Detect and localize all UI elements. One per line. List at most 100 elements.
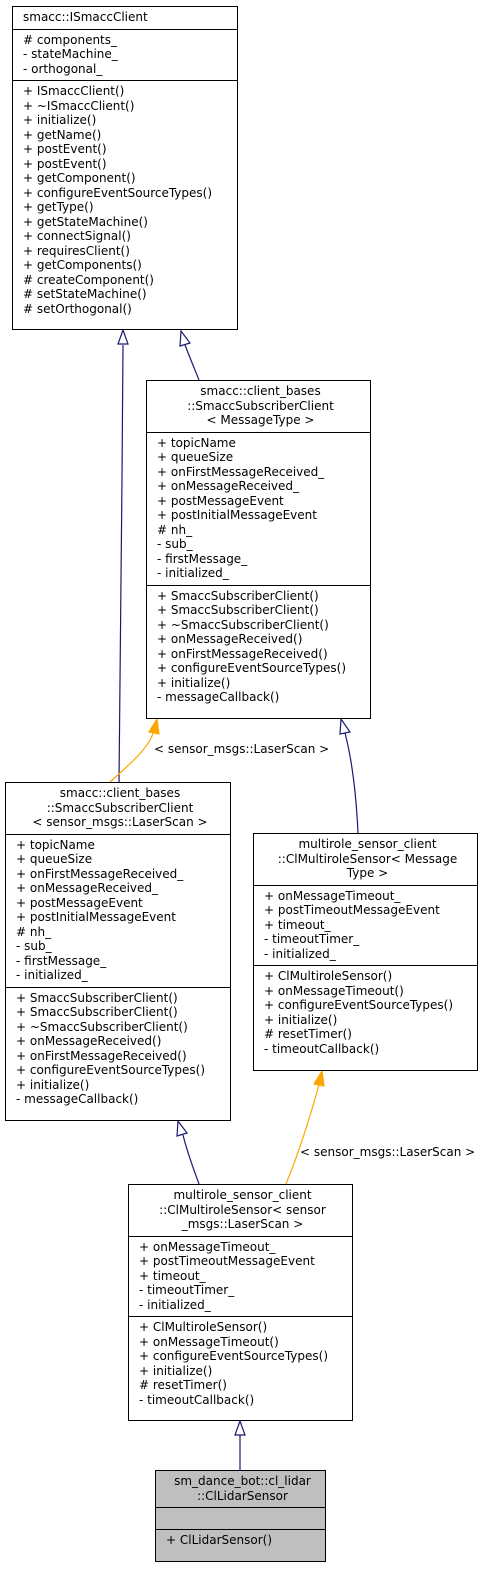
- method-item: + ISmaccClient(): [23, 84, 125, 98]
- class-name: smacc::client_bases::SmaccSubscriberClie…: [147, 381, 370, 432]
- attributes-section: [156, 1507, 325, 1529]
- attribute-item: + postTimeoutMessageEvent: [139, 1254, 315, 1268]
- edge-subscriber-binding-arrowhead: [148, 717, 160, 735]
- class-name-line: smacc::ISmaccClient: [23, 10, 148, 24]
- attribute-item: - timeoutTimer_: [139, 1283, 235, 1297]
- attribute-item: + onMessageTimeout_: [139, 1239, 276, 1254]
- attributes-section: + onMessageTimeout_+ postTimeoutMessageE…: [129, 1235, 352, 1317]
- attributes-section: + topicName+ queueSize+ onFirstMessageRe…: [6, 833, 230, 987]
- class-cl-lidar-sensor[interactable]: sm_dance_bot::cl_lidar::ClLidarSensor+ C…: [155, 1470, 326, 1562]
- method-item: + initialize(): [264, 1012, 338, 1027]
- class-name-line: smacc::client_bases: [200, 384, 321, 398]
- methods-section: + SmaccSubscriberClient()+ SmaccSubscrib…: [147, 584, 370, 709]
- edge-multirole-template-to-subscriber-template: [344, 732, 359, 834]
- method-item: + connectSignal(): [23, 229, 131, 243]
- attribute-item: - firstMessage_: [157, 551, 248, 566]
- attribute-item: + postMessageEvent: [157, 493, 284, 508]
- class-subscriber-client-template[interactable]: smacc::client_bases::SmaccSubscriberClie…: [146, 380, 371, 719]
- edge-multirole-binding: [285, 1084, 320, 1185]
- class-name: smacc::client_bases::SmaccSubscriberClie…: [6, 783, 230, 834]
- edge-subscriber-laserscan-to-ismacc-client: [118, 344, 124, 783]
- edge-subscriber-template-to-ismacc-client-arrowhead: [179, 329, 191, 347]
- attribute-item: - initialized_: [264, 946, 336, 961]
- method-item: - messageCallback(): [16, 1092, 139, 1106]
- class-name: sm_dance_bot::cl_lidar::ClLidarSensor: [156, 1471, 325, 1507]
- method-item: + onFirstMessageReceived(): [157, 646, 328, 661]
- method-item: + ~ISmaccClient(): [23, 98, 135, 113]
- method-item: + ~SmaccSubscriberClient(): [157, 617, 329, 632]
- class-name-line: ::ClLidarSensor: [197, 1488, 288, 1503]
- method-item: + requiresClient(): [23, 243, 130, 258]
- method-item: # createComponent(): [23, 272, 154, 287]
- attribute-item: + queueSize: [157, 450, 234, 464]
- attribute-item: # components_: [23, 32, 118, 47]
- attribute-item: + topicName: [157, 435, 236, 450]
- method-item: + getComponents(): [23, 258, 142, 272]
- method-item: - timeoutCallback(): [264, 1041, 380, 1056]
- attribute-item: # nh_: [157, 522, 193, 537]
- methods-section: + SmaccSubscriberClient()+ SmaccSubscrib…: [6, 986, 230, 1111]
- class-subscriber-client-laserscan[interactable]: smacc::client_bases::SmaccSubscriberClie…: [5, 782, 231, 1121]
- method-item: # setStateMachine(): [23, 287, 147, 301]
- method-item: + ~SmaccSubscriberClient(): [16, 1019, 188, 1034]
- method-item: - messageCallback(): [157, 690, 280, 704]
- method-item: + onMessageReceived(): [157, 632, 303, 646]
- method-item: + onFirstMessageReceived(): [16, 1048, 187, 1063]
- class-multirole-sensor-laserscan[interactable]: multirole_sensor_client::ClMultiroleSens…: [128, 1184, 353, 1421]
- attribute-item: + onFirstMessageReceived_: [157, 464, 325, 479]
- method-item: + initialize(): [16, 1077, 90, 1092]
- attribute-item: + postTimeoutMessageEvent: [264, 903, 440, 917]
- method-item: + initialize(): [139, 1363, 213, 1378]
- attribute-item: - sub_: [157, 537, 193, 551]
- attribute-item: + timeout_: [264, 917, 331, 932]
- attribute-item: # nh_: [16, 924, 52, 939]
- edge-subscriber-template-to-ismacc-client: [184, 344, 200, 381]
- attributes-section: # components_- stateMachine_- orthogonal…: [13, 28, 237, 81]
- edge-multirole-laserscan-to-subscriber-laserscan-arrowhead: [176, 1119, 188, 1137]
- method-item: + initialize(): [23, 113, 97, 127]
- method-item: - timeoutCallback(): [139, 1392, 255, 1407]
- method-item: + getType(): [23, 200, 94, 214]
- edge-multirole-template-to-subscriber-template-arrowhead: [339, 717, 352, 735]
- attribute-item: - initialized_: [157, 566, 229, 580]
- attribute-item: + postMessageEvent: [16, 895, 143, 910]
- edge-multirole-laserscan-to-subscriber-laserscan: [182, 1134, 200, 1185]
- edge-label-subscriber-binding: < sensor_msgs::LaserScan >: [154, 742, 330, 756]
- attribute-item: + timeout_: [139, 1268, 206, 1283]
- attribute-item: - stateMachine_: [23, 47, 118, 61]
- method-item: # setOrthogonal(): [23, 301, 132, 316]
- method-item: + configureEventSourceTypes(): [139, 1349, 329, 1363]
- class-name-line: ::SmaccSubscriberClient: [46, 800, 194, 815]
- method-item: + getComponent(): [23, 171, 136, 185]
- method-item: + onMessageTimeout(): [139, 1334, 279, 1349]
- method-item: + SmaccSubscriberClient(): [157, 588, 319, 603]
- class-name-line: smacc::client_bases: [59, 786, 181, 800]
- attribute-item: + onMessageReceived_: [16, 881, 159, 895]
- edge-multirole-binding-arrowhead: [313, 1069, 325, 1087]
- method-item: + SmaccSubscriberClient(): [16, 1005, 178, 1019]
- attribute-item: + onMessageTimeout_: [264, 888, 401, 903]
- attribute-item: - initialized_: [139, 1297, 211, 1312]
- method-item: # resetTimer(): [139, 1378, 227, 1392]
- methods-section: + ISmaccClient()+ ~ISmaccClient()+ initi…: [13, 80, 237, 320]
- method-item: + postEvent(): [23, 142, 107, 156]
- method-item: + configureEventSourceTypes(): [23, 185, 213, 200]
- edge-label-multirole-binding: < sensor_msgs::LaserScan >: [300, 1145, 476, 1159]
- class-name-line: sm_dance_bot::cl_lidar: [174, 1474, 311, 1488]
- attributes-section: + onMessageTimeout_+ postTimeoutMessageE…: [254, 884, 477, 966]
- method-item: + getStateMachine(): [23, 214, 148, 229]
- class-name: multirole_sensor_client::ClMultiroleSens…: [254, 834, 477, 885]
- attribute-item: + topicName: [16, 837, 95, 852]
- class-name-line: < MessageType >: [206, 413, 315, 427]
- edge-subscriber-laserscan-to-ismacc-client-arrowhead: [117, 328, 129, 345]
- method-item: + SmaccSubscriberClient(): [157, 603, 319, 617]
- class-multirole-sensor-template[interactable]: multirole_sensor_client::ClMultiroleSens…: [253, 833, 478, 1071]
- attribute-item: - orthogonal_: [23, 61, 103, 76]
- class-ismacc-client[interactable]: smacc::ISmaccClient# components_- stateM…: [12, 6, 238, 330]
- class-name-line: multirole_sensor_client: [173, 1188, 312, 1202]
- attribute-item: + postInitialMessageEvent: [157, 508, 317, 522]
- method-item: + ClMultiroleSensor(): [264, 969, 393, 983]
- attribute-item: + postInitialMessageEvent: [16, 910, 176, 924]
